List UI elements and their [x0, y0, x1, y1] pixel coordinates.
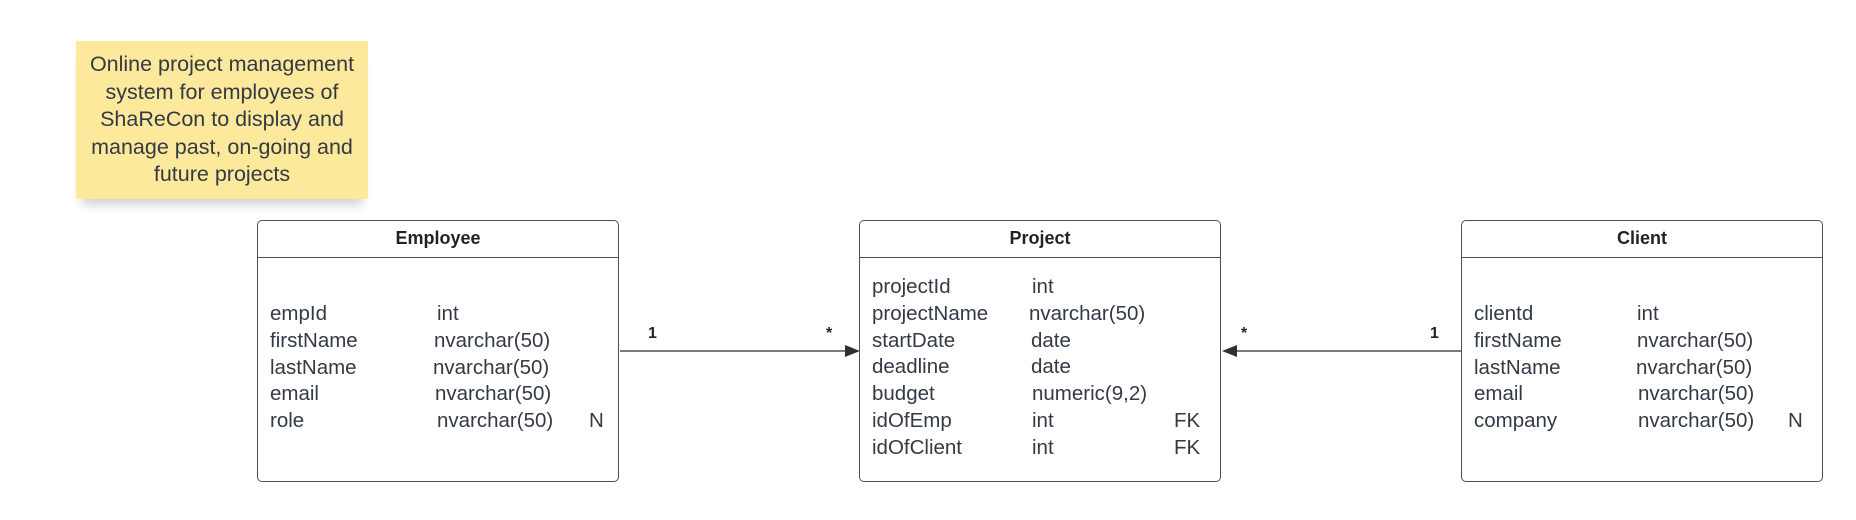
field-name: projectId [872, 275, 951, 298]
field-row: projectName nvarchar(50) [872, 301, 1208, 328]
entity-fields: clientd int firstName nvarchar(50) lastN… [1474, 301, 1810, 435]
entity-title: Client [1462, 221, 1822, 258]
field-type: int [1637, 302, 1659, 325]
field-name: idOfEmp [872, 408, 952, 432]
client-multiplicity: 1 [1430, 325, 1439, 342]
field-row: company nvarchar(50) N [1474, 408, 1810, 435]
client-entity[interactable]: Client clientd int firstName nvarchar(50… [1461, 220, 1823, 482]
field-row: firstName nvarchar(50) [270, 328, 606, 355]
field-name: lastName [270, 355, 357, 379]
field-type: nvarchar(50) [1638, 382, 1755, 406]
field-type: int [1032, 435, 1054, 459]
field-name: idOfClient [872, 435, 963, 459]
field-type: nvarchar(50) [1637, 328, 1754, 352]
field-row: firstName nvarchar(50) [1474, 328, 1810, 355]
field-row: lastName nvarchar(50) [1474, 355, 1810, 382]
note-line: system for employees of [105, 79, 339, 104]
field-name: deadline [872, 355, 950, 379]
field-name: budget [872, 382, 935, 406]
field-row: idOfClient int FK [872, 435, 1208, 462]
field-name: projectName [872, 301, 989, 325]
field-name: email [1474, 382, 1523, 406]
field-name: clientd [1474, 302, 1534, 325]
field-key: N [589, 409, 604, 433]
field-type: nvarchar(50) [434, 328, 551, 352]
employee-multiplicity: 1 [648, 325, 657, 342]
project-client-multiplicity: * [1241, 325, 1248, 342]
field-name: startDate [872, 328, 956, 352]
field-type: nvarchar(50) [433, 355, 550, 379]
field-row: idOfEmp int FK [872, 408, 1208, 435]
client-project-arrowhead [1222, 345, 1237, 357]
field-type: nvarchar(50) [1636, 355, 1753, 379]
field-type: int [1032, 408, 1054, 432]
project-employee-multiplicity: * [826, 325, 833, 342]
field-row: clientd int [1474, 301, 1810, 328]
employee-entity[interactable]: Employee empId int firstName nvarchar(50… [257, 220, 619, 482]
field-row: email nvarchar(50) [270, 381, 606, 408]
field-type: date [1031, 328, 1071, 352]
field-type: nvarchar(50) [437, 409, 554, 433]
field-type: date [1031, 355, 1071, 379]
note-line: manage past, on-going and [91, 134, 353, 159]
note-line: Online project management [89, 52, 355, 76]
field-key: N [1788, 409, 1803, 433]
field-key: FK [1174, 408, 1201, 432]
field-type: nvarchar(50) [1638, 409, 1755, 433]
entity-title: Employee [258, 221, 618, 258]
field-name: email [270, 382, 319, 406]
field-key: FK [1174, 435, 1201, 459]
note-line: future projects [153, 162, 291, 186]
field-row: startDate date [872, 328, 1208, 355]
field-type: nvarchar(50) [435, 382, 552, 406]
field-name: empId [270, 302, 327, 325]
entity-fields: projectId int projectName nvarchar(50) s… [872, 274, 1208, 462]
entity-title: Project [860, 221, 1220, 258]
field-row: deadline date [872, 354, 1208, 381]
field-row: projectId int [872, 274, 1208, 301]
field-row: role nvarchar(50) N [270, 408, 606, 435]
field-name: company [1474, 409, 1558, 433]
field-row: empId int [270, 301, 606, 328]
description-note[interactable]: Online project management system for emp… [76, 41, 368, 199]
field-name: role [270, 409, 305, 433]
field-type: int [1032, 275, 1054, 298]
field-type: nvarchar(50) [1029, 301, 1146, 325]
project-entity[interactable]: Project projectId int projectName nvarch… [859, 220, 1221, 482]
note-line: ShaReCon to display and [100, 107, 344, 131]
field-row: lastName nvarchar(50) [270, 355, 606, 382]
field-name: lastName [1474, 355, 1561, 379]
field-name: firstName [270, 328, 358, 352]
field-type: int [437, 302, 459, 325]
employee-project-arrowhead [845, 345, 860, 357]
field-row: budget numeric(9,2) [872, 381, 1208, 408]
field-row: email nvarchar(50) [1474, 381, 1810, 408]
field-name: firstName [1474, 328, 1562, 352]
entity-fields: empId int firstName nvarchar(50) lastNam… [270, 301, 606, 435]
field-type: numeric(9,2) [1032, 382, 1148, 406]
